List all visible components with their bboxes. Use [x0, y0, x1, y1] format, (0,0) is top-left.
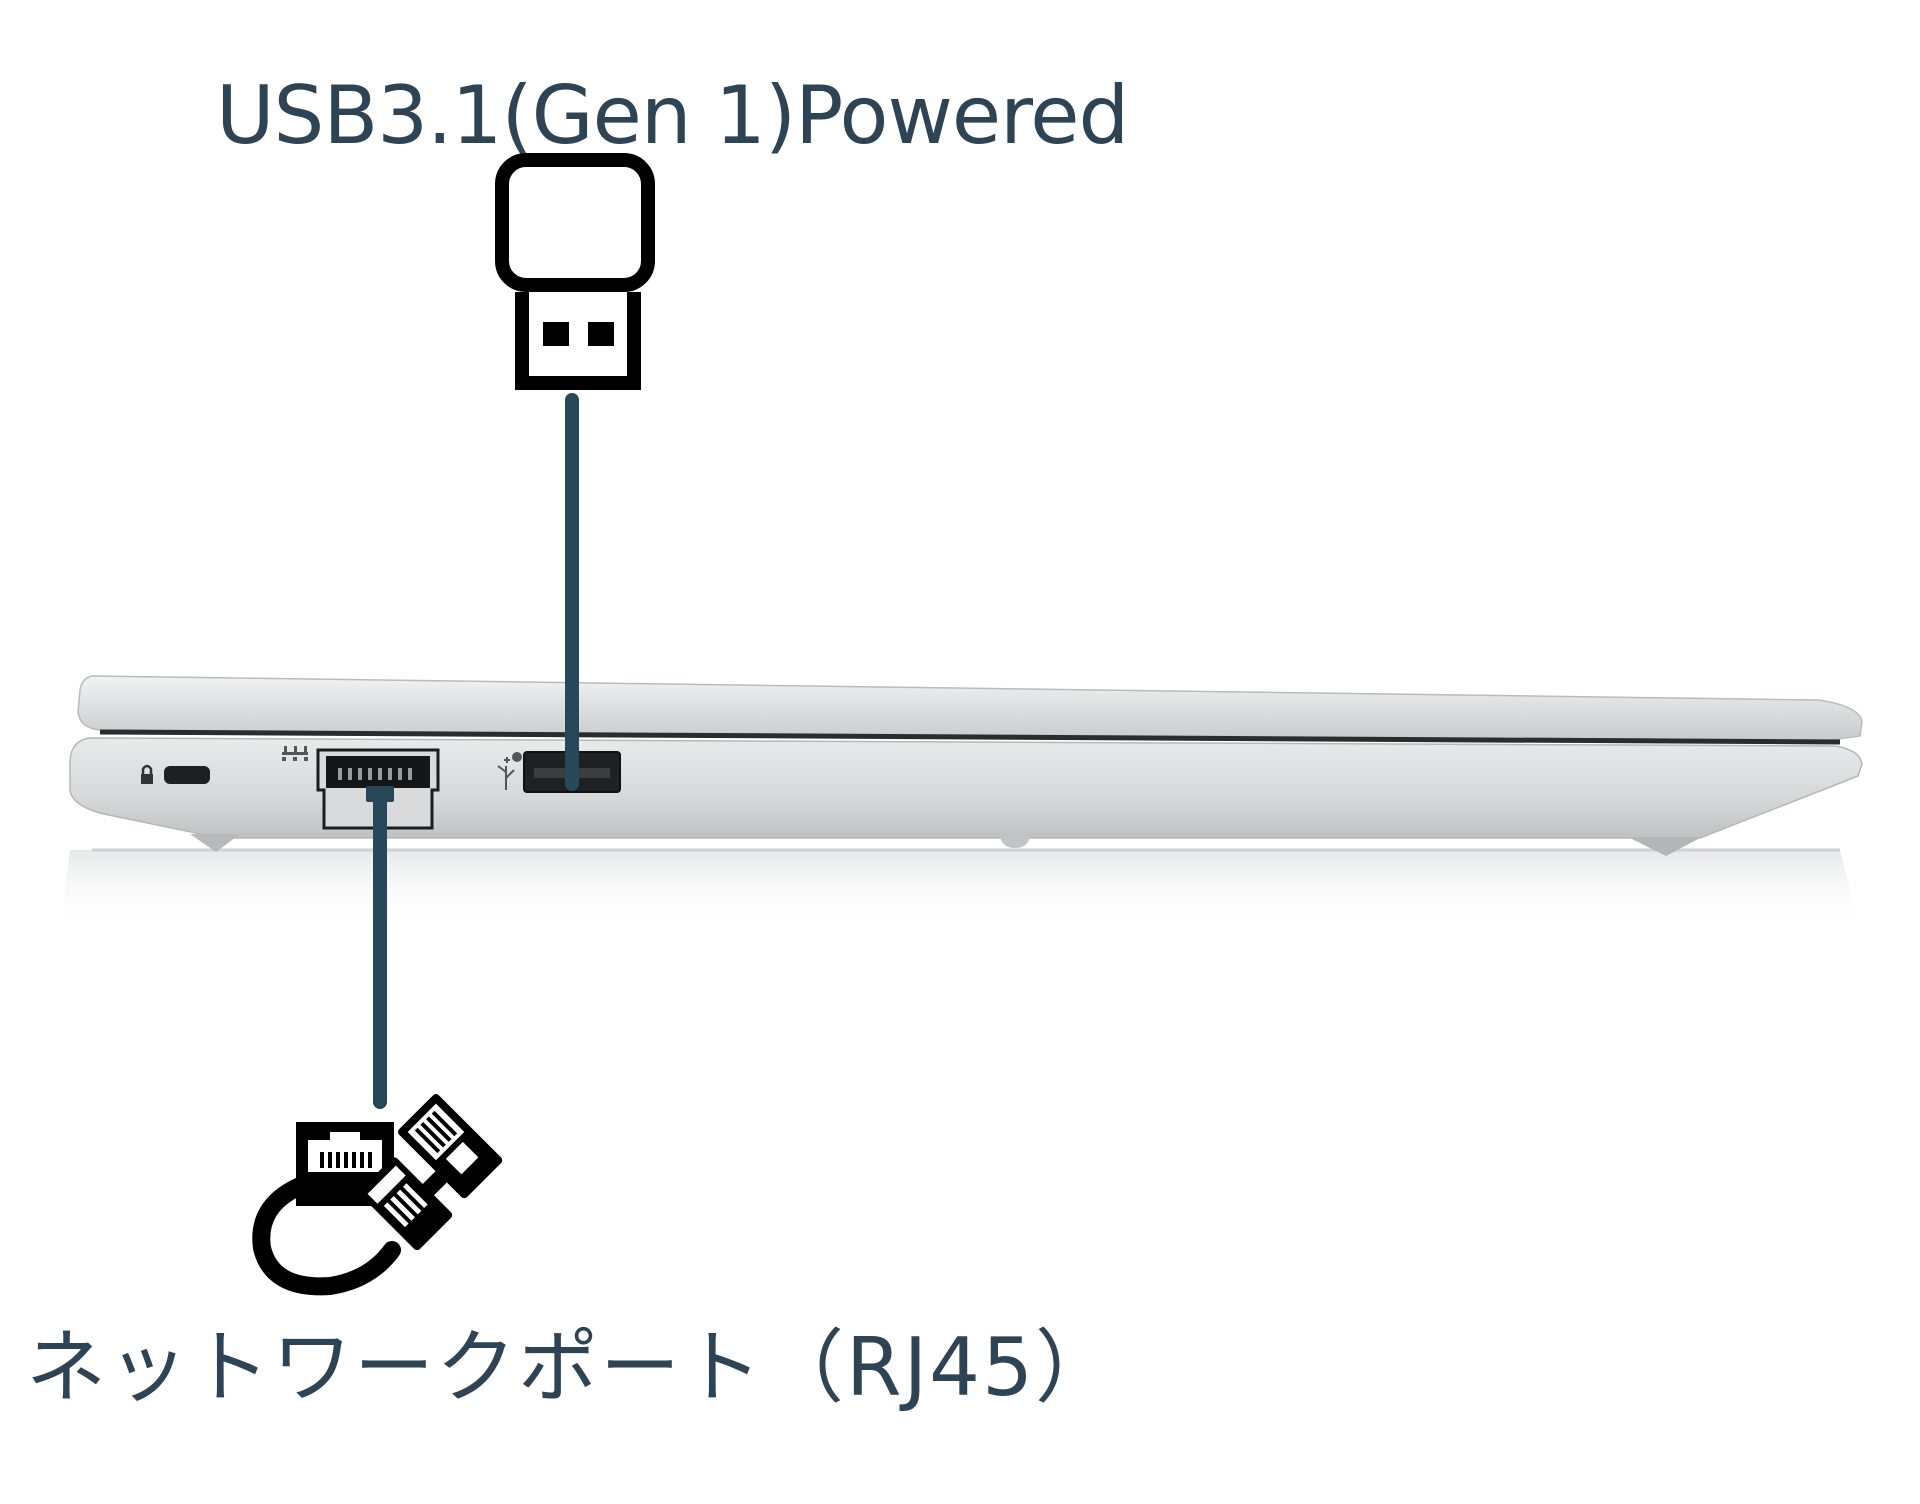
lock-icon — [141, 764, 153, 784]
ethernet-cable-icon — [252, 1094, 503, 1296]
laptop-base — [69, 737, 1863, 839]
laptop-reflection — [60, 850, 1860, 930]
laptop-side-view — [60, 675, 1863, 930]
center-foot — [1000, 836, 1030, 848]
network-symbol-icon — [282, 746, 308, 761]
superspeed-usb-icon — [497, 752, 522, 790]
laptop-lid — [77, 675, 1863, 741]
front-foot — [190, 834, 240, 852]
security-lock-slot — [164, 766, 210, 784]
network-port-label: ネットワークポート（RJ45） — [26, 1321, 1117, 1414]
lid-seam — [99, 729, 1841, 745]
rear-foot — [1630, 838, 1700, 856]
usb-port-label: USB3.1(Gen 1)Powered — [216, 69, 1129, 162]
usb-a-plug-icon — [495, 153, 655, 390]
rj45-leader-tab — [366, 786, 394, 802]
